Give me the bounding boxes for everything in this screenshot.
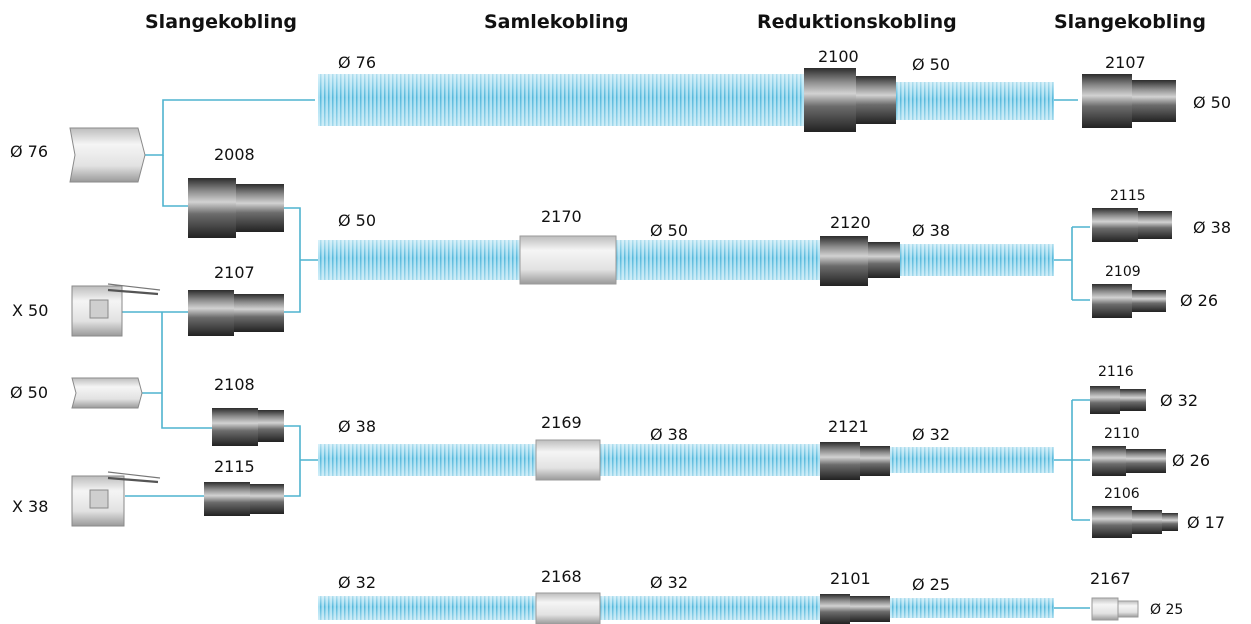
label-coupling-2008: 2008 (214, 145, 255, 164)
row1-end-dia: Ø 50 (1193, 93, 1231, 112)
row3-end2-code: 2110 (1104, 426, 1140, 442)
pipe-50-image (71, 377, 143, 409)
row3-joiner-label: 2169 (541, 413, 582, 432)
row3-end2-dia: Ø 26 (1172, 451, 1210, 470)
header-joining-coupling: Samlekobling (484, 11, 629, 33)
row2-end1-code: 2115 (1110, 188, 1146, 204)
row3-end1-dia: Ø 32 (1160, 391, 1198, 410)
end-coupling-2115-image (1092, 208, 1172, 242)
label-coupling-2108: 2108 (214, 375, 255, 394)
row2-reducer-label: 2120 (830, 213, 871, 232)
row3-hose-left-label: Ø 38 (338, 417, 376, 436)
row4-hose-left-label: Ø 32 (338, 573, 376, 592)
row2-hose-mid-label: Ø 50 (650, 221, 688, 240)
row3-hose-right-label: Ø 32 (912, 425, 950, 444)
reducer-2101-image (820, 594, 890, 624)
end-coupling-2107-image (1082, 74, 1176, 128)
row3-reducer-label: 2121 (828, 417, 869, 436)
end-coupling-2116-image (1090, 386, 1146, 414)
hose-clip-50-image (71, 283, 161, 337)
row3-end1-code: 2116 (1098, 364, 1134, 380)
label-pipe-76: Ø 76 (10, 142, 48, 161)
header-hose-coupling-left: Slangekobling (145, 11, 297, 33)
row1-reducer-label: 2100 (818, 47, 859, 66)
row3-end3-dia: Ø 17 (1187, 513, 1225, 532)
label-coupling-2107: 2107 (214, 263, 255, 282)
end-coupling-2167-image (1091, 597, 1139, 621)
row4-hose-right-label: Ø 25 (912, 575, 950, 594)
label-clip-50: X 50 (12, 301, 48, 320)
row1-hose-left-label: Ø 76 (338, 53, 376, 72)
coupling-2115-image (204, 482, 284, 516)
hose-row-4 (318, 596, 1054, 620)
header-reduction-coupling: Reduktionskobling (757, 11, 957, 33)
row2-joiner-label: 2170 (541, 207, 582, 226)
row2-hose-left-label: Ø 50 (338, 211, 376, 230)
hose-clip-38-image (71, 471, 161, 527)
header-hose-coupling-right: Slangekobling (1054, 11, 1206, 33)
end-coupling-2109-image (1092, 284, 1166, 318)
row4-joiner-label: 2168 (541, 567, 582, 586)
joiner-2170-image (519, 235, 617, 285)
coupling-2107-image (188, 290, 284, 336)
coupling-2108-image (212, 408, 284, 446)
row1-end-code: 2107 (1105, 53, 1146, 72)
row2-hose-right-label: Ø 38 (912, 221, 950, 240)
pipe-76-image (69, 127, 146, 183)
hose-row-1 (318, 74, 1054, 126)
reducer-2100-image (804, 68, 896, 132)
hose-row-3 (318, 444, 1054, 476)
row2-end2-code: 2109 (1105, 264, 1141, 280)
label-pipe-50: Ø 50 (10, 383, 48, 402)
hose-row-2 (318, 240, 1054, 280)
row4-hose-mid-label: Ø 32 (650, 573, 688, 592)
joiner-2169-image (535, 439, 601, 481)
joiner-2168-image (535, 592, 601, 624)
row2-end1-dia: Ø 38 (1193, 218, 1231, 237)
row1-hose-right-label: Ø 50 (912, 55, 950, 74)
row4-reducer-label: 2101 (830, 569, 871, 588)
row4-end-dia: Ø 25 (1150, 602, 1183, 618)
connector-lines (122, 99, 1090, 609)
row2-end2-dia: Ø 26 (1180, 291, 1218, 310)
end-coupling-2110-image (1092, 446, 1166, 476)
row4-end-code: 2167 (1090, 569, 1131, 588)
reducer-2121-image (820, 442, 890, 480)
row3-end3-code: 2106 (1104, 486, 1140, 502)
row3-hose-mid-label: Ø 38 (650, 425, 688, 444)
coupling-2008-image (188, 178, 284, 238)
label-clip-38: X 38 (12, 497, 48, 516)
end-coupling-2106-image (1092, 506, 1178, 538)
label-coupling-2115: 2115 (214, 457, 255, 476)
reducer-2120-image (820, 236, 900, 286)
